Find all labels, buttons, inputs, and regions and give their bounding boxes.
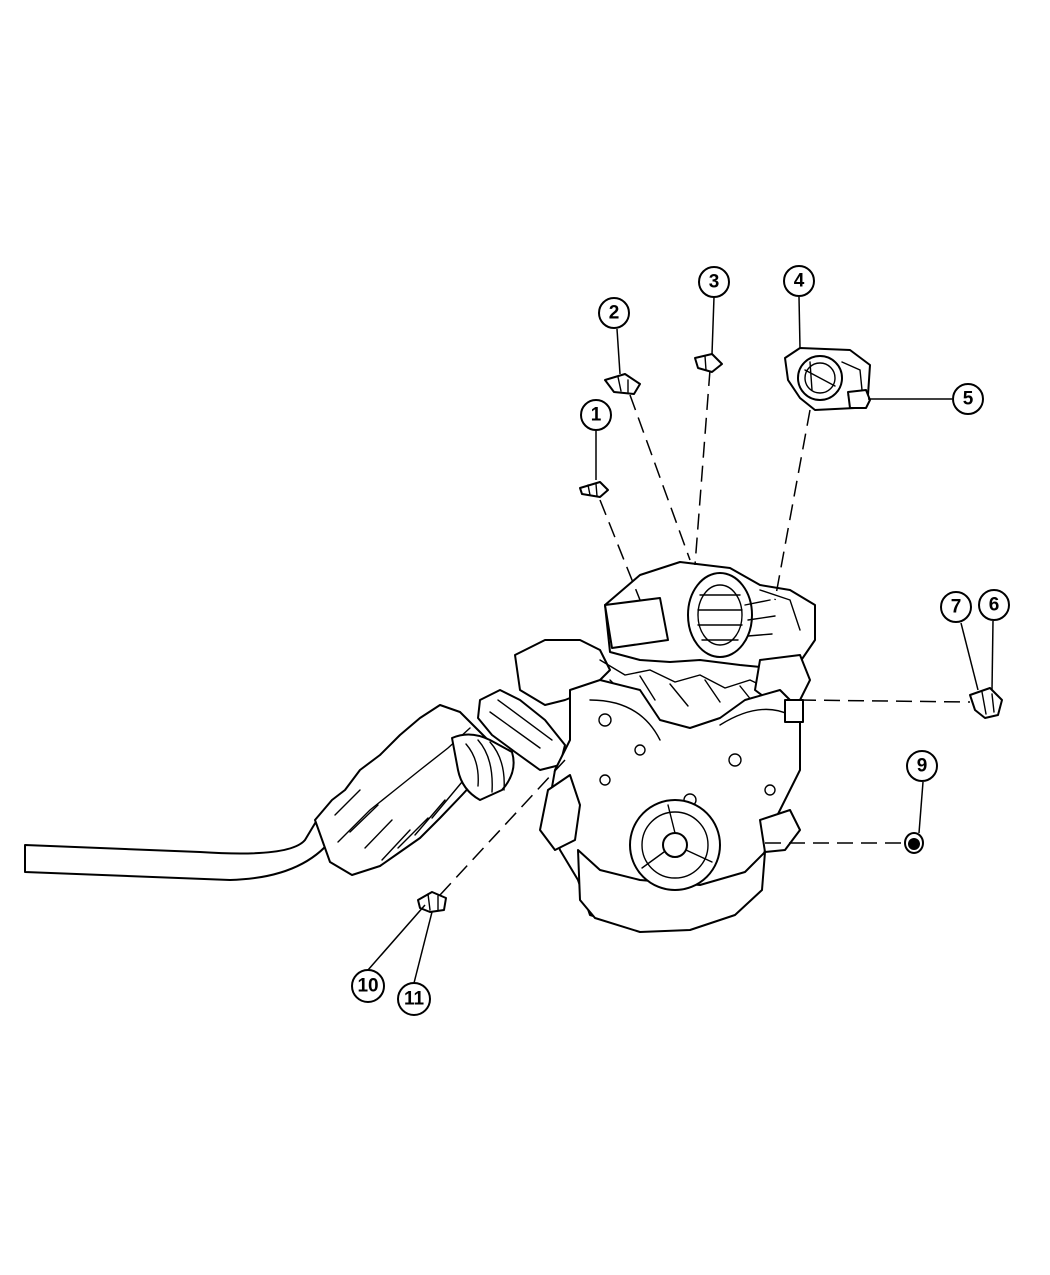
exhaust-pipe [24,814,336,881]
callout-1: 1 [580,399,612,431]
part-10-sensor [417,891,447,913]
callout-4: 4 [783,265,815,297]
location-lines [439,369,971,896]
callout-10-label: 10 [357,976,378,997]
callout-4-label: 4 [794,271,805,292]
part-3-sensor [694,353,723,373]
intake-runner-box [604,597,669,649]
callout-1-label: 1 [591,405,602,426]
callout-6: 6 [978,589,1010,621]
part-5-sensor [847,389,871,409]
callout-3: 3 [698,266,730,298]
part-9-plug [904,832,924,854]
catalytic-converter [314,704,491,876]
callout-11-label: 11 [404,989,425,1010]
leader-lines [367,296,994,984]
parts [417,347,1003,913]
callout-6-label: 6 [989,595,1000,616]
exhaust-flex-joint [451,733,515,801]
callout-2-label: 2 [609,303,620,324]
callout-9-label: 9 [917,756,928,777]
callout-5: 5 [952,383,984,415]
callout-7-label: 7 [951,597,962,618]
callout-9: 9 [906,750,938,782]
lower-bracket [539,774,581,851]
exhaust-system [24,689,566,881]
part-6-sensor [969,687,1003,719]
callout-10: 10 [351,969,385,1003]
callout-5-label: 5 [963,389,974,410]
callout-3-label: 3 [709,272,720,293]
engine-assembly [514,561,816,933]
right-accessory-bracket [759,809,801,853]
part-1-sensor [579,481,609,498]
callout-7: 7 [940,591,972,623]
callout-11: 11 [397,982,431,1016]
oil-pan [577,849,766,933]
callout-2: 2 [598,297,630,329]
part-2-sensor [604,373,641,395]
